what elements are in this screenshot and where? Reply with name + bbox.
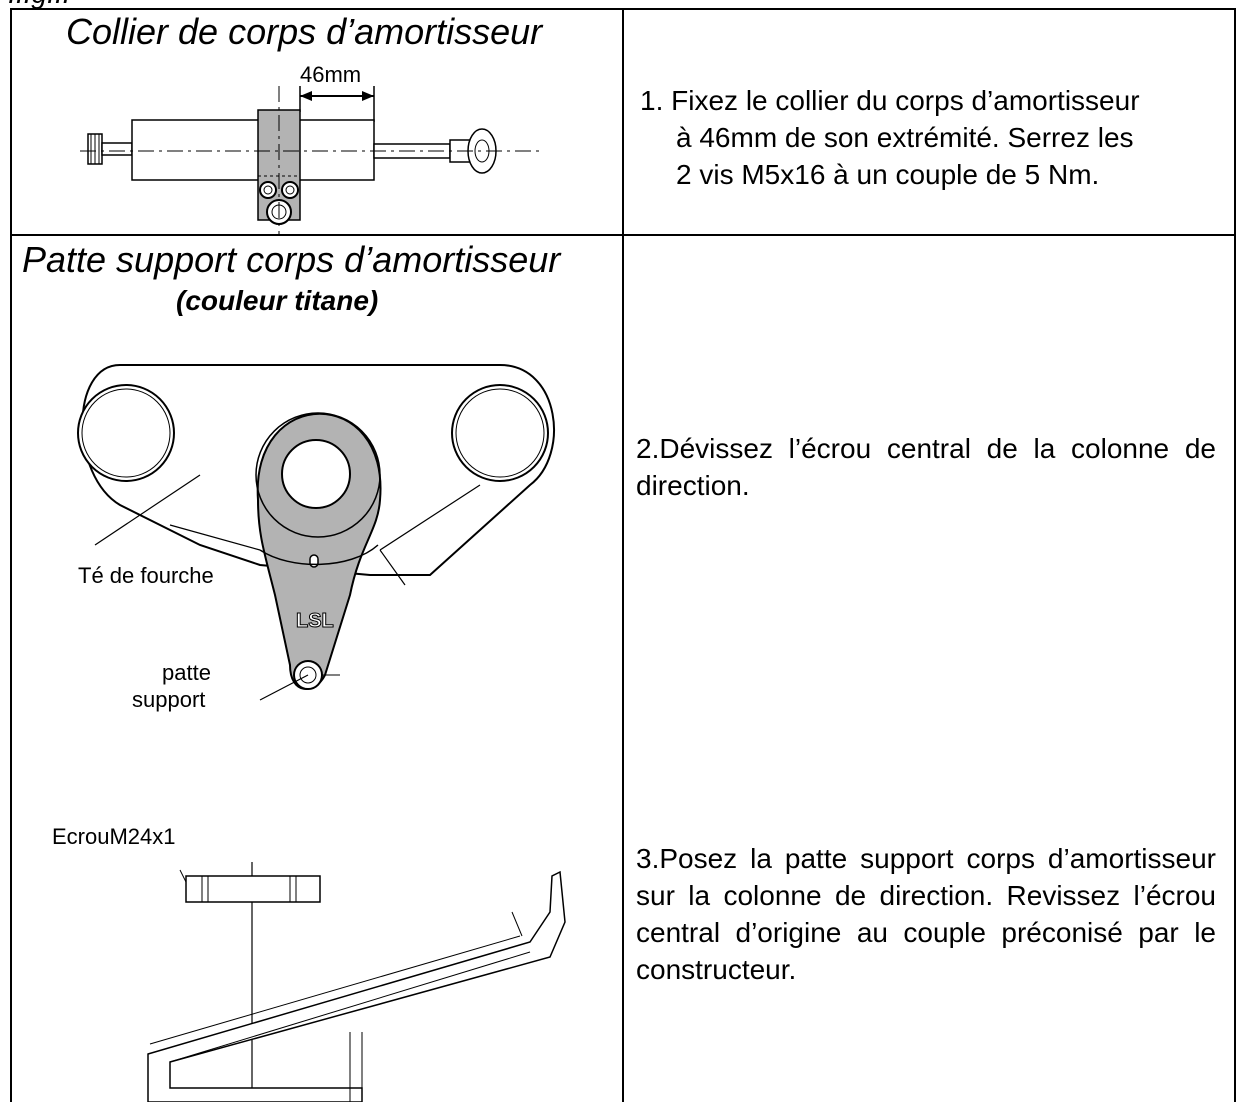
step-1-line3: 2 vis M5x16 à un couple de 5 Nm.	[676, 159, 1100, 190]
fork-clamp-label: Té de fourche	[78, 563, 214, 588]
cut-off-heading-text: ...g...	[8, 0, 70, 10]
step-1-text: 1. Fixez le collier du corps d’amortisse…	[640, 82, 1220, 193]
step-1-number: 1.	[640, 85, 664, 116]
table-left-border	[10, 8, 12, 1102]
table-right-border	[1234, 8, 1236, 1102]
lsl-logo: LSL	[296, 610, 334, 632]
bracket-label-line2: support	[132, 687, 206, 712]
step-1-line1: Fixez le collier du corps d’amortisseur	[671, 85, 1140, 116]
bracket-label-line1: patte	[162, 660, 211, 685]
row1-title: Collier de corps d’amortisseur	[66, 11, 543, 52]
damper-clamp-drawing	[80, 86, 540, 236]
triple-clamp-drawing: LSL	[77, 364, 555, 701]
step-1-line2: à 46mm de son extrémité. Serrez les	[676, 122, 1134, 153]
step-3-text: 3.Posez la patte support corps d’amortis…	[636, 843, 1216, 985]
step-2-text: 2.Dévissez l’écrou central de la colonne…	[636, 433, 1216, 501]
column-divider	[622, 8, 624, 1102]
row2-subtitle: (couleur titane)	[176, 285, 379, 316]
nut-label: EcrouM24x1	[52, 824, 176, 849]
dimension-label: 46mm	[300, 62, 362, 87]
cut-off-heading: ...g...	[0, 0, 1236, 16]
row2-title: Patte support corps d’amortisseur	[22, 239, 561, 280]
nut-bracket-side-drawing	[147, 862, 566, 1102]
